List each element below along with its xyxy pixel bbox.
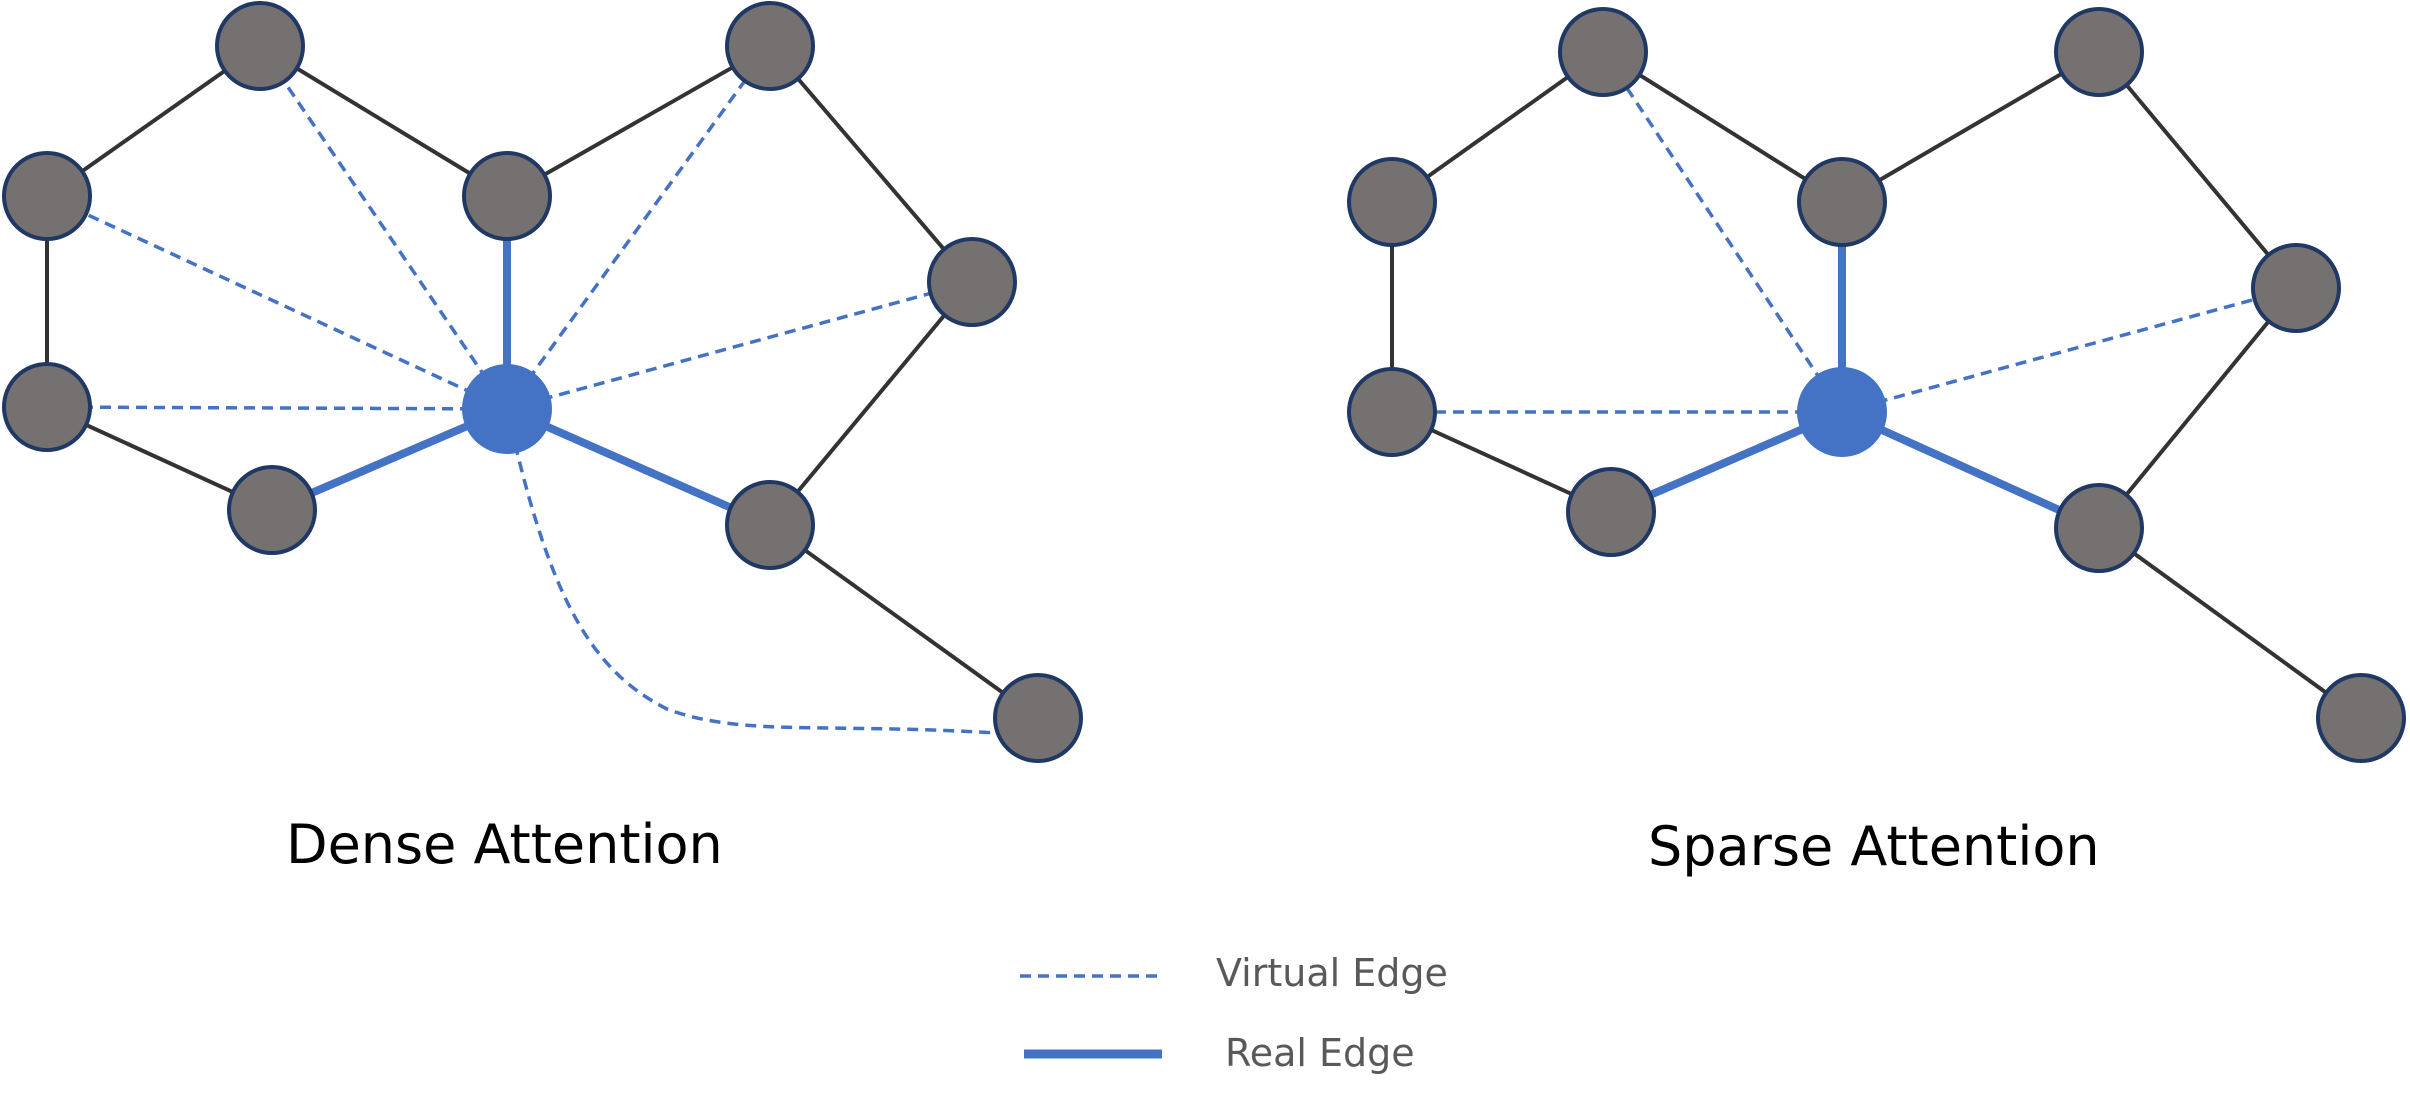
graph-node: [2316, 673, 2406, 763]
graph-edge: [2097, 286, 2298, 530]
virtual-edge: [46, 405, 508, 411]
graph-edge: [1601, 50, 1844, 204]
graph-edge: [2097, 526, 2363, 720]
dense-attention-caption: Dense Attention: [286, 813, 723, 876]
graph-node: [927, 237, 1017, 327]
virtual-edge: [1601, 51, 1844, 413]
graph-node: [462, 151, 552, 241]
graph-edge: [506, 44, 771, 198]
virtual-edge-curved: [505, 408, 1039, 738]
legend-virtual-edge-label: Virtual Edge: [1216, 951, 1448, 995]
graph-node: [1558, 7, 1648, 97]
legend: [1020, 974, 1162, 1059]
sparse-attention-graph: [1347, 7, 2406, 763]
graph-node: [1347, 367, 1437, 457]
dense-attention-graph: [2, 1, 1083, 763]
graph-edge: [768, 44, 974, 284]
graph-edge: [768, 523, 1040, 720]
graph-edge: [258, 44, 509, 198]
graph-node: [1566, 467, 1656, 557]
sparse-attention-caption: Sparse Attention: [1648, 815, 2100, 878]
graph-node: [2054, 483, 2144, 573]
graph-node: [2, 151, 92, 241]
virtual-edge: [506, 280, 973, 411]
graph-node: [227, 465, 317, 555]
graph-node: [215, 1, 305, 91]
graph-node: [2054, 7, 2144, 97]
graph-node: [1347, 157, 1437, 247]
graph-node: [2251, 243, 2341, 333]
graph-edge: [2097, 50, 2298, 290]
legend-real-edge-label: Real Edge: [1225, 1031, 1415, 1075]
graph-edge: [768, 280, 974, 527]
virtual-edge: [46, 194, 508, 411]
center-node: [1797, 367, 1887, 457]
graph-node: [725, 1, 815, 91]
virtual-edge: [505, 44, 772, 411]
graph-node: [993, 673, 1083, 763]
graph-node: [725, 480, 815, 570]
real-edge: [505, 405, 772, 529]
real-edge: [1840, 408, 2101, 532]
graph-node: [2, 362, 92, 452]
virtual-edge: [258, 45, 509, 410]
graph-edge: [1840, 50, 2101, 204]
virtual-edge: [1841, 286, 2297, 414]
graph-node: [1797, 157, 1887, 247]
center-node: [462, 364, 552, 454]
